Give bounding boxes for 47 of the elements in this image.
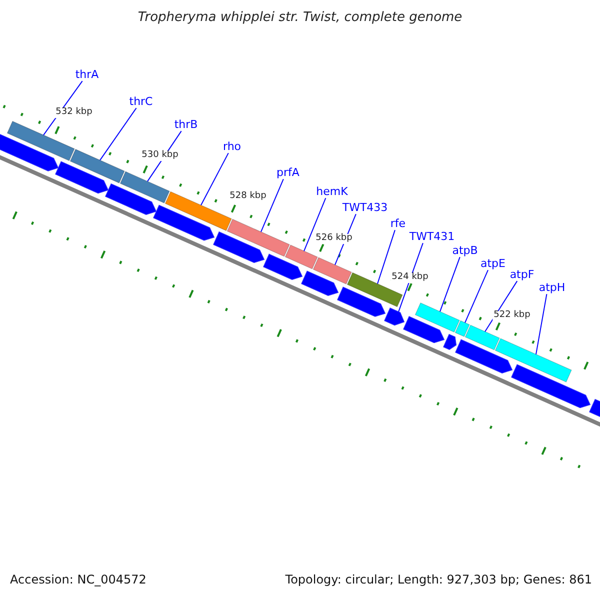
gene-label: TWT433 xyxy=(342,202,388,214)
orf-block xyxy=(337,286,386,317)
scale-label: 524 kbp xyxy=(390,273,430,283)
gene-label: hemK xyxy=(316,186,348,198)
leader-line xyxy=(464,270,488,324)
orf-block xyxy=(403,316,445,344)
leader-line xyxy=(484,280,518,332)
gene-bar xyxy=(454,320,470,337)
gene-bar xyxy=(464,324,500,350)
scale-label: 526 kbp xyxy=(314,234,354,244)
gene-label: thrB xyxy=(174,118,198,132)
gene-bar xyxy=(284,244,318,270)
orf-block xyxy=(443,334,457,350)
scale-label: 532 kbp xyxy=(54,108,94,118)
gene-label: rfe xyxy=(390,218,406,230)
orf-block xyxy=(55,161,109,194)
orf-block xyxy=(263,254,303,280)
leader-line xyxy=(304,198,326,252)
leader-line xyxy=(200,152,229,206)
genome-summary-text: Topology: circular; Length: 927,303 bp; Genes: 861 xyxy=(285,573,592,587)
leader-line xyxy=(260,178,284,232)
gene-label: prfA xyxy=(276,166,300,180)
scale-label: 522 kbp xyxy=(492,311,532,321)
gene-label: rho xyxy=(222,140,242,154)
orf-block xyxy=(511,364,591,408)
orf-block xyxy=(153,204,215,241)
gene-label: atpB xyxy=(452,244,478,258)
gene-label: atpH xyxy=(538,282,566,294)
gene-label: thrA xyxy=(75,68,99,82)
orf-block xyxy=(105,183,157,215)
leader-line xyxy=(440,256,460,312)
gene-bar xyxy=(164,191,232,231)
orf-block xyxy=(213,231,265,264)
accession-text: Accession: NC_004572 xyxy=(10,573,146,587)
leader-line xyxy=(377,230,396,284)
leader-line xyxy=(398,242,424,312)
leader-line xyxy=(536,294,548,355)
scale-label: 528 kbp xyxy=(228,192,268,202)
diagram-title: Tropheryma whipplei str. Twist, complete genome xyxy=(138,10,462,26)
leader-line xyxy=(100,108,137,161)
scale-label: 530 kbp xyxy=(140,151,180,161)
gene-label: atpE xyxy=(480,258,506,270)
orf-block xyxy=(301,270,339,296)
gene-label: thrC xyxy=(129,96,153,108)
gene-label: atpF xyxy=(510,268,534,282)
gene-label: TWT431 xyxy=(409,230,455,244)
orf-block xyxy=(455,339,513,374)
